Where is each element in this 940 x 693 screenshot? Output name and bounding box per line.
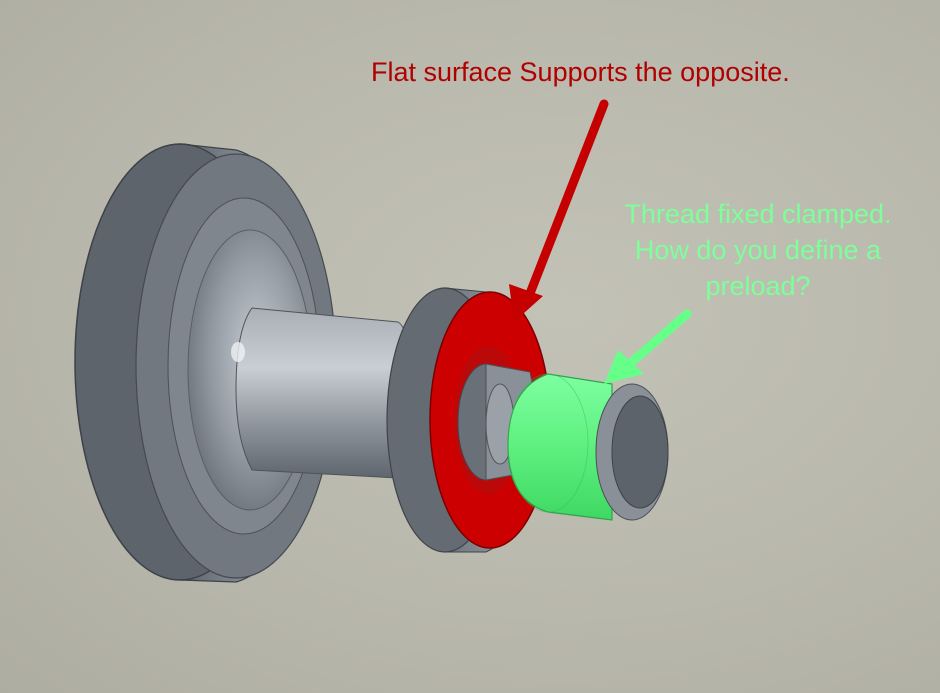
flat-surface-annotation: Flat surface Supports the opposite. [371,57,790,87]
thread-annotation: Thread fixed clamped. How do you define … [598,196,918,304]
green-arrow [604,309,692,384]
thread-annotation-line-2: How do you define a [634,235,882,265]
thread-annotation-line-3: preload? [705,271,811,301]
main-shaft[interactable] [231,307,413,479]
thread-annotation-line-1: Thread fixed clamped. [624,199,892,229]
thread-section[interactable] [507,373,613,521]
red-arrow [509,99,609,322]
shaft-end[interactable] [595,383,669,521]
